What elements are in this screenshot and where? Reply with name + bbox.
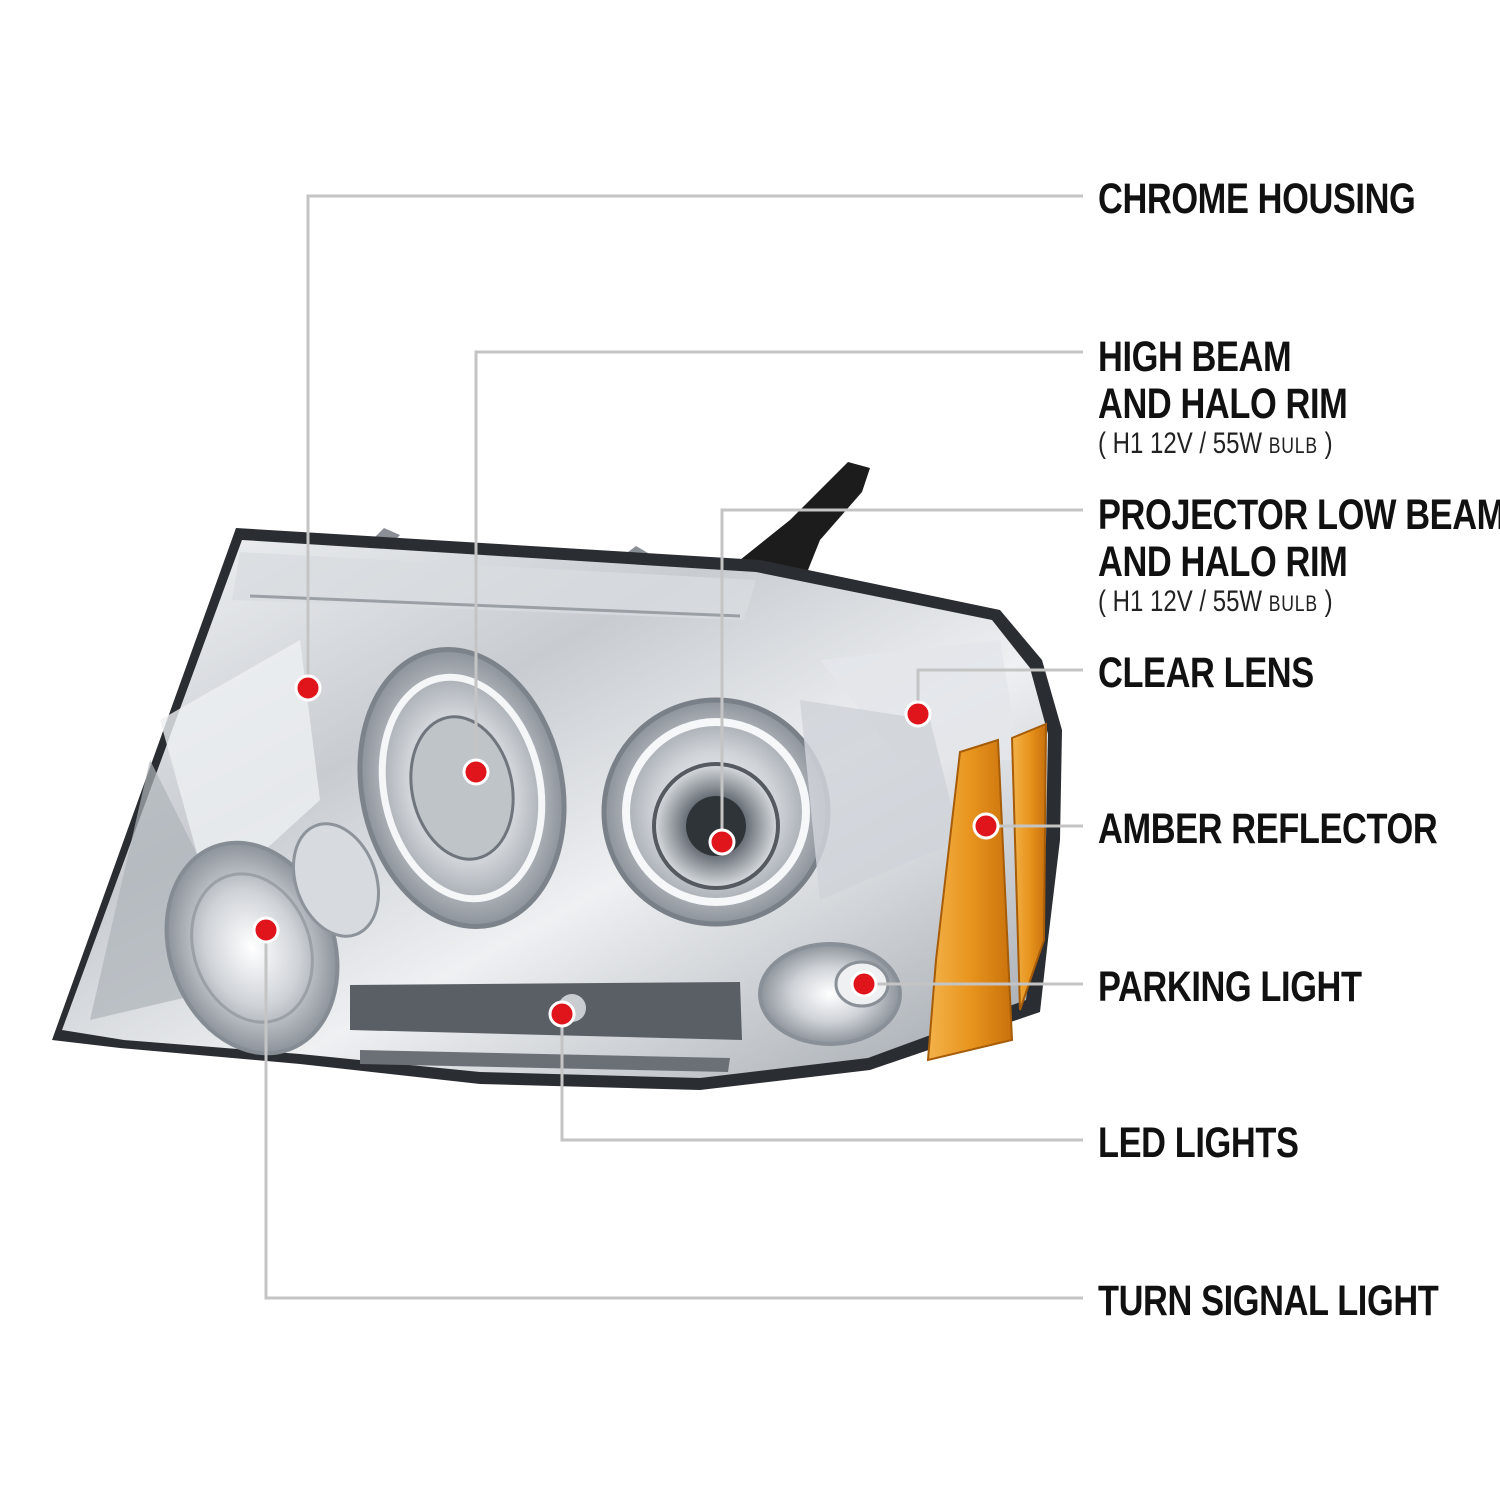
bulb-open-paren: (: [1098, 585, 1106, 618]
marker-turn-signal: [252, 916, 280, 944]
label-amber-reflector: AMBER REFLECTOR: [1098, 805, 1438, 853]
bulb-open-paren: (: [1098, 427, 1106, 460]
label-led-lights: LED LIGHTS: [1098, 1119, 1299, 1167]
label-clear-lens: CLEAR LENS: [1098, 649, 1314, 697]
bulb-spec: H1 12V / 55W: [1112, 427, 1263, 460]
leader-led-lights: [560, 1014, 1083, 1142]
leader-lines: [264, 194, 1083, 1300]
label-parking-light: PARKING LIGHT: [1098, 963, 1362, 1011]
bulb-close-paren: ): [1324, 427, 1333, 460]
label-projector-low-beam-line2: AND HALO RIM: [1098, 538, 1348, 586]
label-turn-signal-light: TURN SIGNAL LIGHT: [1098, 1277, 1439, 1325]
label-high-beam-line2: AND HALO RIM: [1098, 380, 1348, 428]
marker-chrome-housing: [294, 674, 322, 702]
marker-projector-low-beam: [708, 828, 736, 856]
bulb-word: BULB: [1268, 591, 1318, 616]
label-high-beam-line1: HIGH BEAM: [1098, 333, 1292, 381]
marker-parking-light: [850, 970, 878, 998]
marker-high-beam: [462, 758, 490, 786]
leader-chrome-housing: [306, 194, 1083, 688]
headlight-body: [52, 462, 1062, 1090]
leader-turn-signal: [264, 930, 1083, 1300]
marker-led-lights: [548, 1000, 576, 1028]
label-projector-low-beam-line1: PROJECTOR LOW BEAM: [1098, 491, 1500, 539]
leader-high-beam: [474, 350, 1083, 772]
label-projector-low-beam-bulb: ( H1 12V / 55W BULB ): [1098, 586, 1333, 620]
marker-clear-lens: [904, 700, 932, 728]
leader-projector-low-beam: [720, 508, 1083, 842]
bulb-word: BULB: [1268, 433, 1318, 458]
label-high-beam-bulb: ( H1 12V / 55W BULB ): [1098, 428, 1333, 462]
bulb-close-paren: ): [1324, 585, 1333, 618]
leader-clear-lens: [916, 668, 1083, 714]
marker-amber-reflector: [972, 812, 1000, 840]
label-chrome-housing: CHROME HOUSING: [1098, 175, 1416, 223]
bulb-spec: H1 12V / 55W: [1112, 585, 1263, 618]
marker-dots: [252, 674, 1000, 1028]
